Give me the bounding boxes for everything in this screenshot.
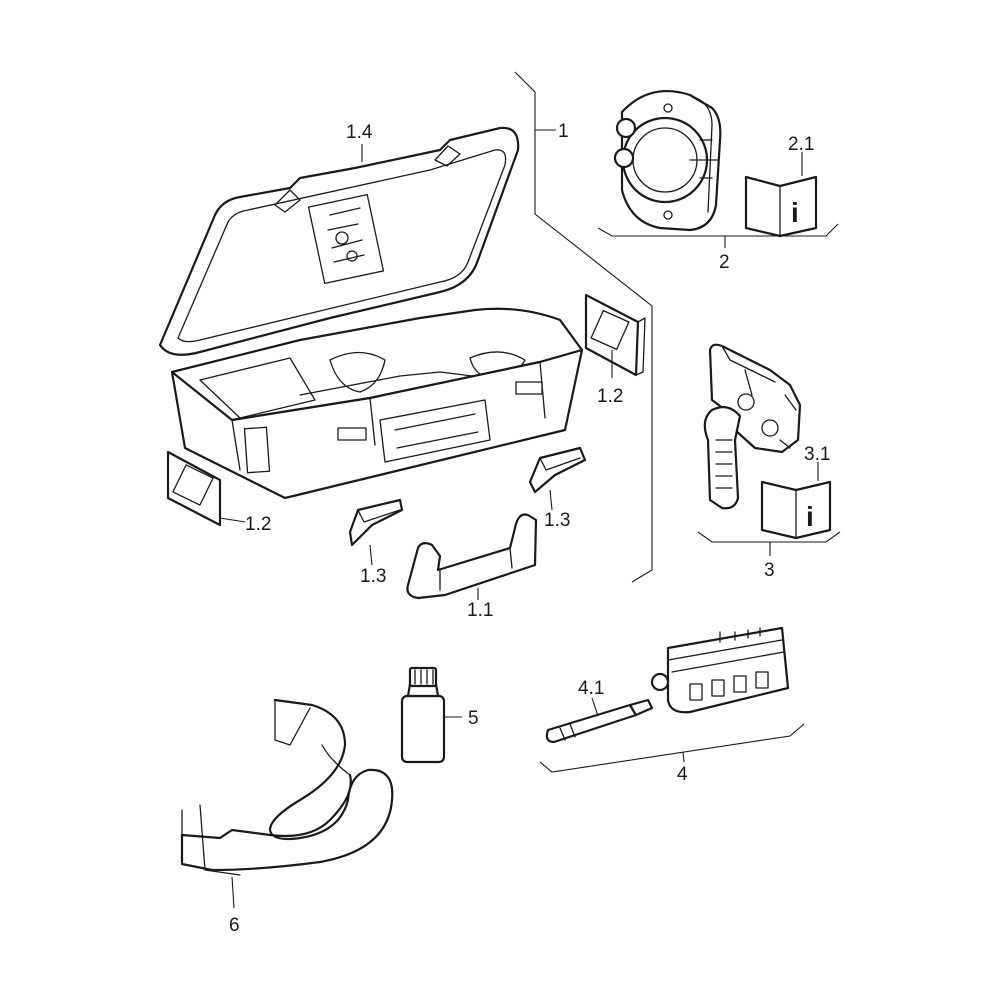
shoulder-strap bbox=[180, 698, 394, 876]
case-foot bbox=[528, 446, 587, 494]
label-1-4: 1.4 bbox=[346, 122, 373, 143]
label-1-2-right: 1.2 bbox=[597, 386, 623, 407]
label-1: 1 bbox=[558, 121, 569, 142]
label-1-2-left: 1.2 bbox=[245, 514, 271, 535]
info-glyph: i bbox=[791, 197, 799, 228]
part-labels: 1 1.1 1.2 1.2 1.3 1.3 1.4 2 2.1 3 3.1 4 … bbox=[229, 121, 830, 936]
label-3-1: 3.1 bbox=[804, 444, 830, 465]
side-clip bbox=[166, 450, 222, 527]
gauge-block bbox=[650, 626, 790, 714]
label-2: 2 bbox=[719, 252, 730, 273]
oil-bottle bbox=[400, 666, 446, 764]
case-foot bbox=[348, 498, 404, 547]
label-6: 6 bbox=[229, 915, 240, 936]
info-glyph: i bbox=[806, 501, 814, 532]
label-1-1: 1.1 bbox=[467, 600, 493, 621]
label-2-1: 2.1 bbox=[788, 134, 814, 155]
side-clip bbox=[584, 293, 646, 377]
label-5: 5 bbox=[468, 708, 479, 729]
carrying-case bbox=[158, 126, 584, 500]
info-booklet-icon: i bbox=[760, 480, 832, 540]
case-handle bbox=[406, 513, 538, 600]
info-booklet-icon: i bbox=[744, 175, 818, 238]
label-3: 3 bbox=[764, 560, 775, 581]
label-4-1: 4.1 bbox=[578, 678, 604, 699]
press-ring bbox=[613, 90, 722, 232]
label-1-3-left: 1.3 bbox=[360, 566, 386, 587]
label-1-3-right: 1.3 bbox=[544, 510, 570, 531]
press-jaw bbox=[703, 343, 802, 510]
marker-pen bbox=[545, 698, 654, 744]
label-4: 4 bbox=[677, 764, 688, 785]
